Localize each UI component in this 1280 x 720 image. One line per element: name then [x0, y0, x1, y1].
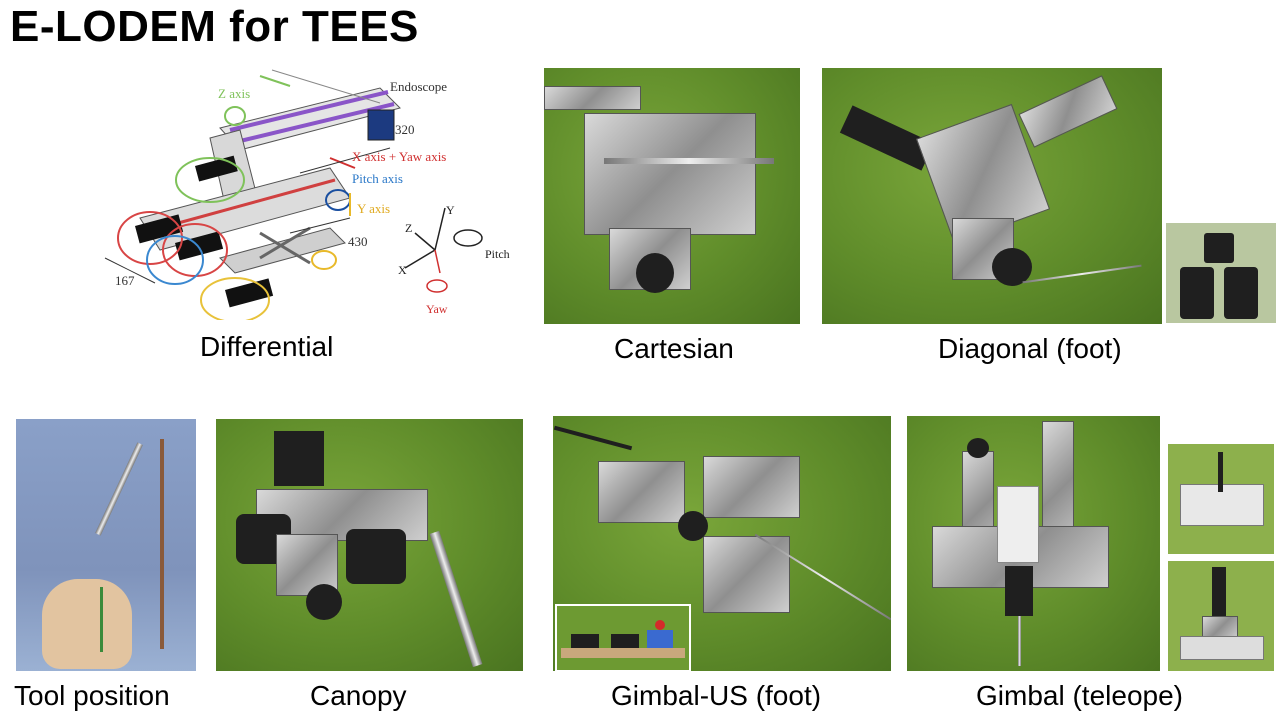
yaw-label: Yaw: [426, 302, 448, 316]
caption-differential: Differential: [200, 331, 334, 362]
z-axis-label: Z axis: [218, 86, 250, 101]
caption-gimbal-teleope: Gimbal (teleope): [976, 680, 1183, 711]
dim-430-label: 430: [348, 234, 368, 249]
xyaw-label: X axis + Yaw axis: [352, 149, 446, 164]
gimbal-side-photo: [1168, 561, 1274, 671]
coord-y-label: Y: [446, 203, 455, 217]
caption-diagonal: Diagonal (foot): [938, 333, 1122, 364]
gimbal-us-photo: [553, 416, 891, 671]
frame-block: [584, 113, 756, 235]
y-axis-label: Y axis: [357, 201, 390, 216]
caption-canopy: Canopy: [310, 680, 407, 711]
caption-gimbal-us: Gimbal-US (foot): [611, 680, 822, 711]
tool-position-photo: [16, 419, 196, 671]
pitch-axis-label: Pitch axis: [352, 171, 403, 186]
inset-foot-photo: [555, 604, 691, 671]
endoscope-label: Endoscope: [390, 79, 447, 94]
caption-cartesian: Cartesian: [614, 333, 734, 364]
foot-pedal-photo: [1166, 223, 1276, 323]
pitch-label: Pitch: [485, 247, 510, 261]
coord-z-label: Z: [405, 221, 412, 235]
cartesian-photo: [544, 68, 800, 324]
gimbal-top-photo: [1168, 444, 1274, 554]
canopy-photo: [216, 419, 523, 671]
dim-320-label: 320: [395, 122, 415, 137]
differential-diagram: Z axis Endoscope 320 X axis + Yaw axis P…: [104, 69, 510, 320]
dim-167-label: 167: [115, 273, 135, 288]
rail-bar: [544, 86, 641, 110]
gimbal-teleope-photo: [907, 416, 1160, 671]
coord-x-label: X: [398, 263, 407, 277]
caption-tool-position: Tool position: [14, 680, 170, 711]
diagonal-photo: [822, 68, 1162, 324]
slide-title: E-LODEM for TEES: [10, 2, 419, 51]
